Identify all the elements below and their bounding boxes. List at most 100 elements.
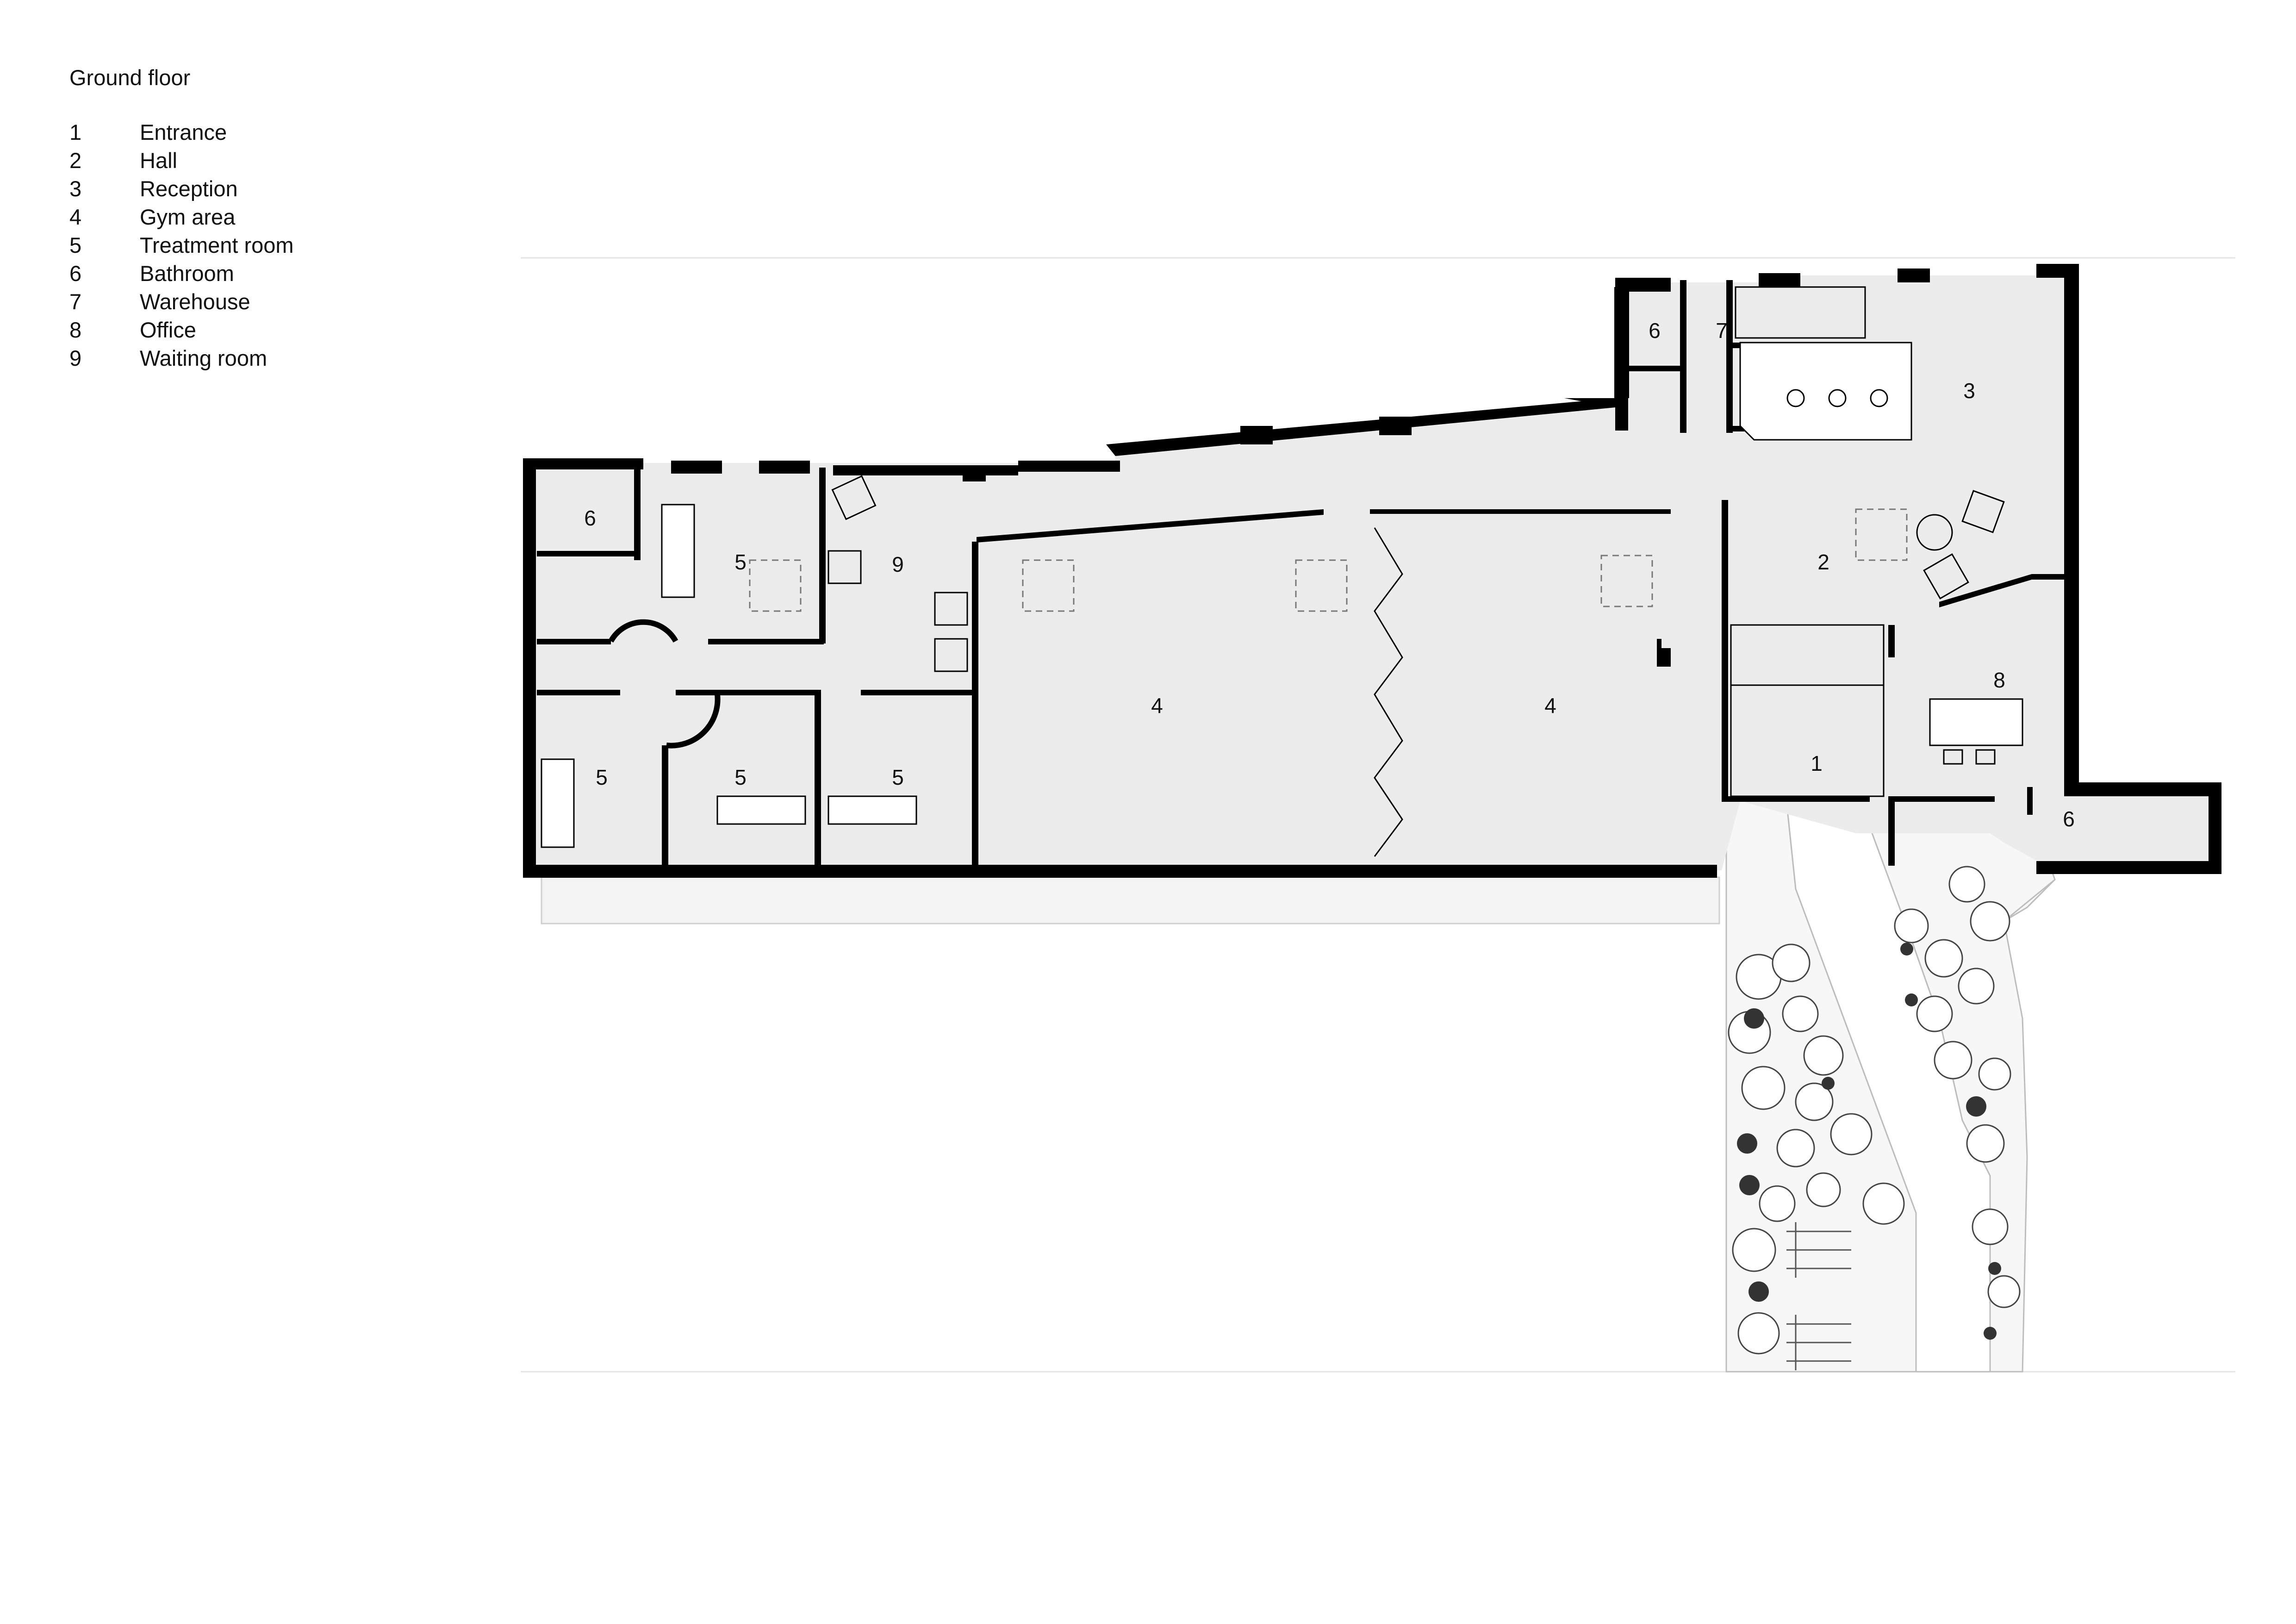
legend-number: 8	[69, 318, 82, 342]
legend-number: 6	[69, 261, 82, 286]
tree	[1894, 908, 1929, 943]
tree	[1737, 1312, 1780, 1355]
room-label-treatment-room: 5	[596, 765, 608, 789]
tree	[1972, 1208, 2009, 1245]
column	[1657, 648, 1671, 667]
office-chair	[1975, 749, 1996, 765]
legend-item: 2 Hall	[69, 146, 294, 175]
ceiling-fixture	[1295, 559, 1348, 612]
legend-item: 6 Bathroom	[69, 259, 294, 287]
legend-label: Treatment room	[140, 233, 294, 257]
legend-item: 5 Treatment room	[69, 231, 294, 259]
tree	[1978, 1057, 2011, 1091]
reception-chair	[1828, 389, 1847, 407]
plant	[1744, 1008, 1764, 1029]
hall-armchair	[1961, 490, 2005, 533]
legend-item: 1 Entrance	[69, 118, 294, 146]
tree	[1924, 939, 1963, 978]
tree	[1782, 995, 1819, 1032]
treatment-bed	[661, 504, 695, 598]
reception-desk	[1739, 342, 1912, 441]
waiting-chair	[828, 550, 862, 584]
legend-item: 8 Office	[69, 316, 294, 344]
tree	[1862, 1182, 1905, 1225]
tree	[1916, 995, 1953, 1032]
legend-label: Hall	[140, 148, 177, 173]
tree	[1958, 968, 1995, 1005]
folding-partition	[1374, 527, 1403, 857]
tree	[1934, 1041, 1972, 1080]
room-label-treatment-room: 5	[734, 550, 747, 574]
tree	[1772, 943, 1811, 982]
legend-label: Warehouse	[140, 289, 250, 314]
room-label-gym-area: 4	[1544, 693, 1556, 718]
room-label-bathroom: 6	[1649, 319, 1661, 343]
plant	[1822, 1077, 1835, 1090]
hall-armchair	[1923, 553, 1969, 600]
tree	[1966, 1124, 2005, 1163]
hall-table	[1916, 514, 1953, 551]
room-label-entrance: 1	[1811, 751, 1823, 775]
legend-label: Office	[140, 318, 196, 342]
legend-label: Entrance	[140, 120, 227, 144]
terrace-strip	[541, 876, 1720, 924]
legend-number: 4	[69, 205, 82, 229]
ceiling-fixture	[1600, 555, 1653, 607]
legend-number: 1	[69, 120, 82, 144]
ceiling-fixture	[1855, 508, 1908, 561]
legend-label: Bathroom	[140, 261, 234, 286]
treatment-bed	[541, 758, 575, 848]
waiting-chair	[831, 475, 877, 520]
tree	[1987, 1275, 2021, 1308]
legend-number: 3	[69, 176, 82, 201]
waiting-chair	[934, 638, 968, 672]
reception-chair	[1786, 389, 1805, 407]
tree	[1741, 1066, 1786, 1110]
room-label-office: 8	[1993, 668, 2005, 692]
bike-rack	[1786, 1222, 1851, 1370]
plant	[1737, 1133, 1757, 1154]
plant	[1984, 1327, 1997, 1340]
room-label-bathroom: 6	[2063, 807, 2075, 831]
entrance-vestibule	[1730, 624, 1885, 797]
legend-label: Gym area	[140, 205, 236, 229]
room-label-gym-area: 4	[1151, 693, 1163, 718]
legend-item: 4 Gym area	[69, 203, 294, 231]
ceiling-fixture	[1022, 559, 1075, 612]
room-label-treatment-room: 5	[734, 765, 747, 789]
office-chair	[1943, 749, 1963, 765]
tree	[1803, 1035, 1844, 1076]
room-label-bathroom: 6	[584, 506, 596, 530]
legend-number: 2	[69, 148, 82, 173]
plant	[1900, 943, 1913, 956]
tree	[1776, 1129, 1815, 1168]
tree	[1948, 866, 1985, 903]
room-label-waiting-room: 9	[892, 552, 904, 576]
tree	[1759, 1185, 1796, 1222]
tree	[1806, 1172, 1841, 1207]
legend-title: Ground floor	[69, 65, 191, 90]
tree	[1830, 1113, 1873, 1156]
legend-number: 5	[69, 233, 82, 257]
legend-number: 7	[69, 289, 82, 314]
tree	[1732, 1228, 1776, 1272]
tree	[1970, 901, 2010, 942]
outer-walls	[523, 264, 2221, 878]
plant	[1748, 1281, 1769, 1302]
room-label-reception: 3	[1963, 379, 1975, 403]
reception-chair	[1870, 389, 1888, 407]
treatment-bed	[828, 795, 917, 825]
plant	[1739, 1175, 1760, 1195]
interior-walls	[537, 280, 2069, 870]
room-label-hall: 2	[1817, 550, 1829, 574]
office-desk	[1929, 698, 2023, 746]
staircase	[1735, 286, 1866, 339]
treatment-bed	[716, 795, 806, 825]
legend-item: 7 Warehouse	[69, 287, 294, 316]
garden	[1725, 800, 2056, 1373]
tree	[1795, 1082, 1834, 1121]
plant	[1966, 1096, 1986, 1117]
